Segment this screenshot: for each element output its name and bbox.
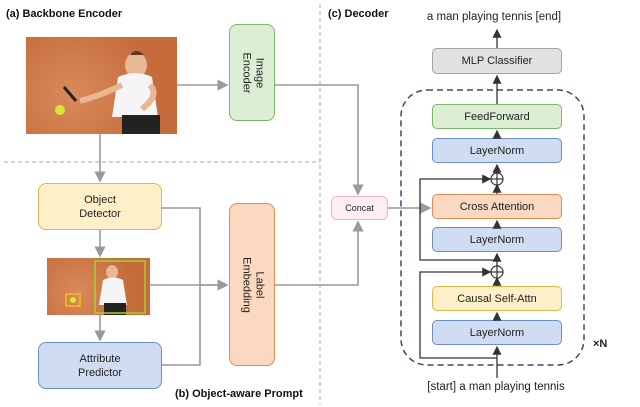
tennis-player-illustration xyxy=(55,51,160,134)
detection-photo xyxy=(47,258,150,315)
feedforward-box: FeedForward xyxy=(432,104,562,129)
output-caption: a man playing tennis [end] xyxy=(426,11,562,23)
section-title-prompt: (b) Object-aware Prompt xyxy=(175,388,303,400)
section-title-decoder: (c) Decoder xyxy=(328,8,389,20)
cross-attention-box: Cross Attention xyxy=(432,194,562,219)
object-detector-box: Object Detector xyxy=(38,183,162,230)
mlp-classifier-box: MLP Classifier xyxy=(432,48,562,74)
causal-self-attn-box: Causal Self-Attn xyxy=(432,286,562,311)
detection-illustration xyxy=(65,260,146,315)
attribute-predictor-box: Attribute Predictor xyxy=(38,342,162,389)
input-caption: [start] a man playing tennis xyxy=(427,381,565,393)
concat-box: Concat xyxy=(331,196,388,220)
tennis-photo xyxy=(26,37,177,134)
section-title-backbone: (a) Backbone Encoder xyxy=(6,8,123,20)
layernorm-top-box: LayerNorm xyxy=(432,138,562,163)
image-encoder-box: Image Encoder xyxy=(229,24,275,121)
repeat-label: ×N xyxy=(593,338,608,350)
layernorm-bottom-box: LayerNorm xyxy=(432,320,562,345)
label-embedding-box: Label Embedding xyxy=(229,203,275,366)
add-operators xyxy=(490,172,504,279)
